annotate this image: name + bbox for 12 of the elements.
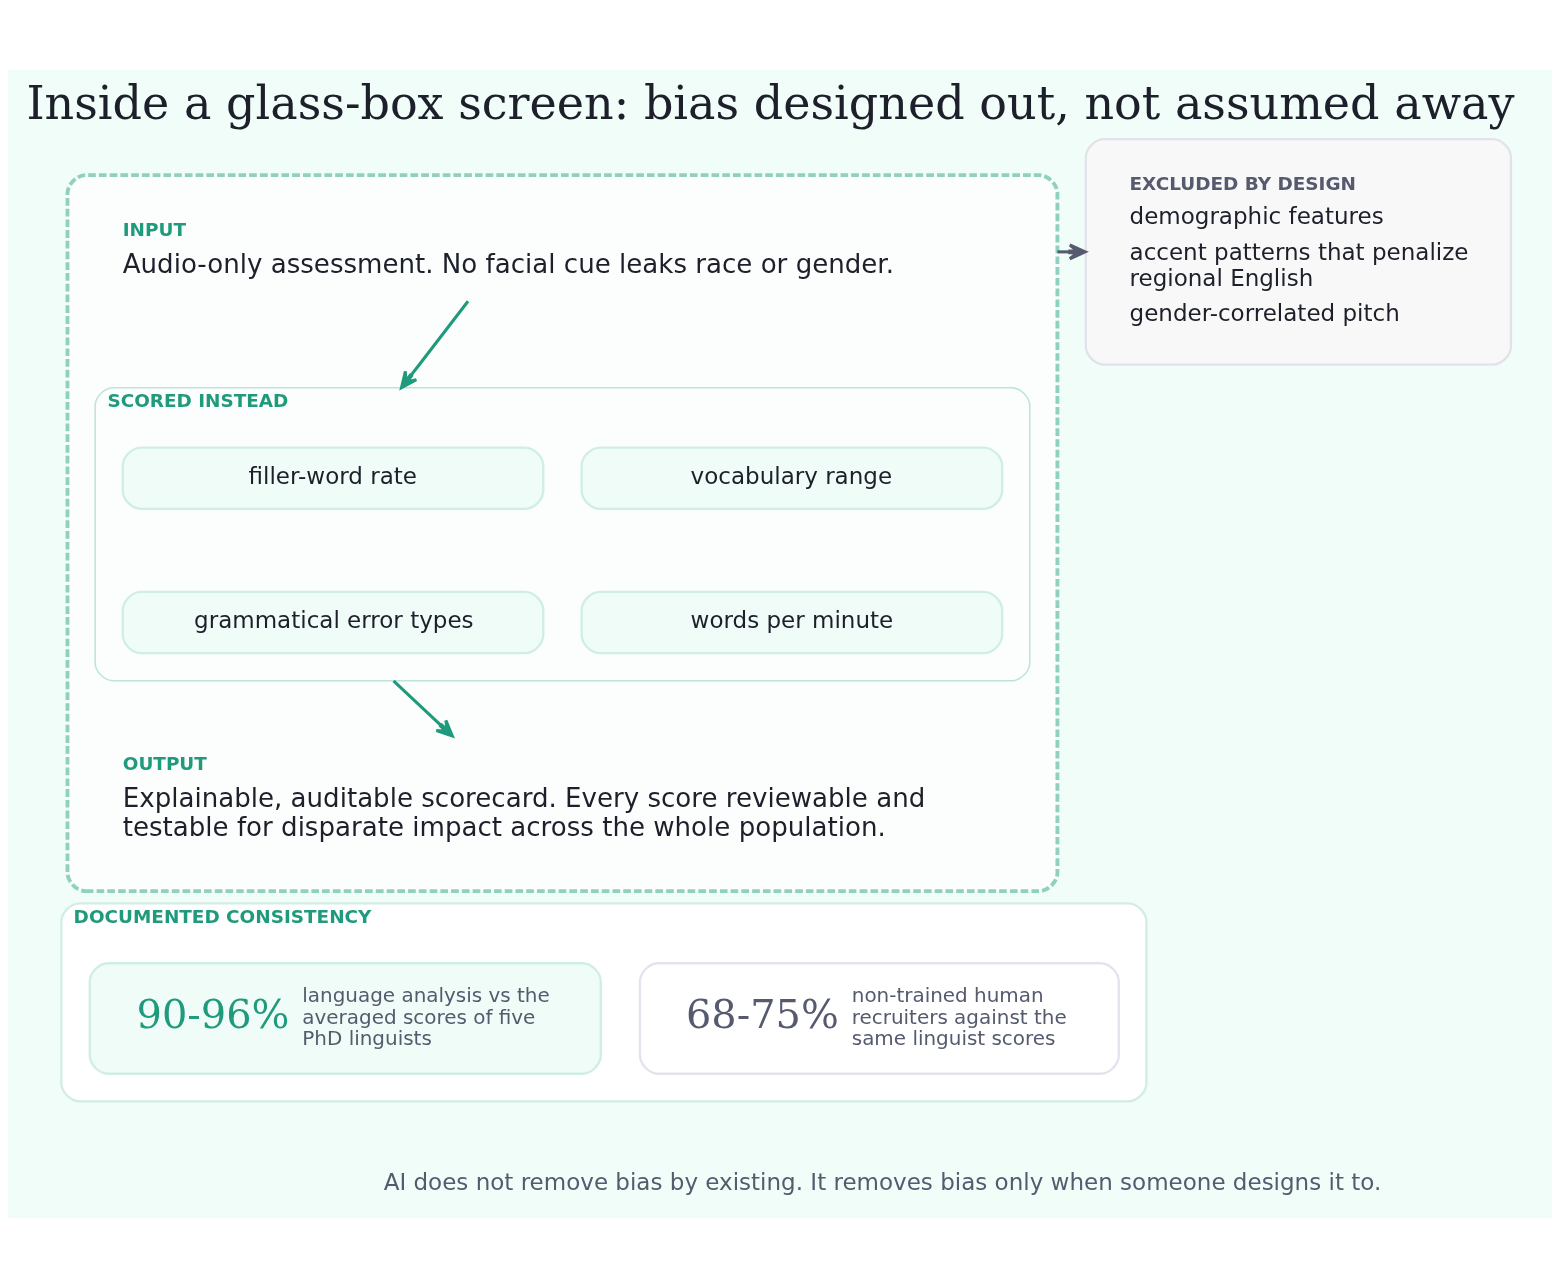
node-text: INPUT Audio-only assessment. No facial cue leaks race or gender. (122, 218, 894, 279)
cluster (65, 173, 1060, 893)
node-box: words per minute (580, 590, 1004, 655)
node-box: vocabulary range (580, 446, 1004, 511)
arrow (392, 679, 454, 738)
arrow (399, 300, 470, 390)
node-box: EXCLUDED BY DESIGN demographic features accent patterns that penalize regional English gender-correlated pitch (1084, 137, 1513, 366)
node-box: grammatical error types (121, 590, 545, 655)
node-text: OUTPUT Explainable, auditable scorecard. Every score reviewable and testable for disparate impact across the whole population. (122, 753, 926, 842)
diagram-title: Inside a glass-box screen: bias designed out, not assumed away (26, 76, 1515, 131)
caption: AI does not remove bias by existing. It removes bias only when someone designs it to. (383, 1168, 1382, 1195)
node-box: filler-word rate (121, 446, 545, 511)
